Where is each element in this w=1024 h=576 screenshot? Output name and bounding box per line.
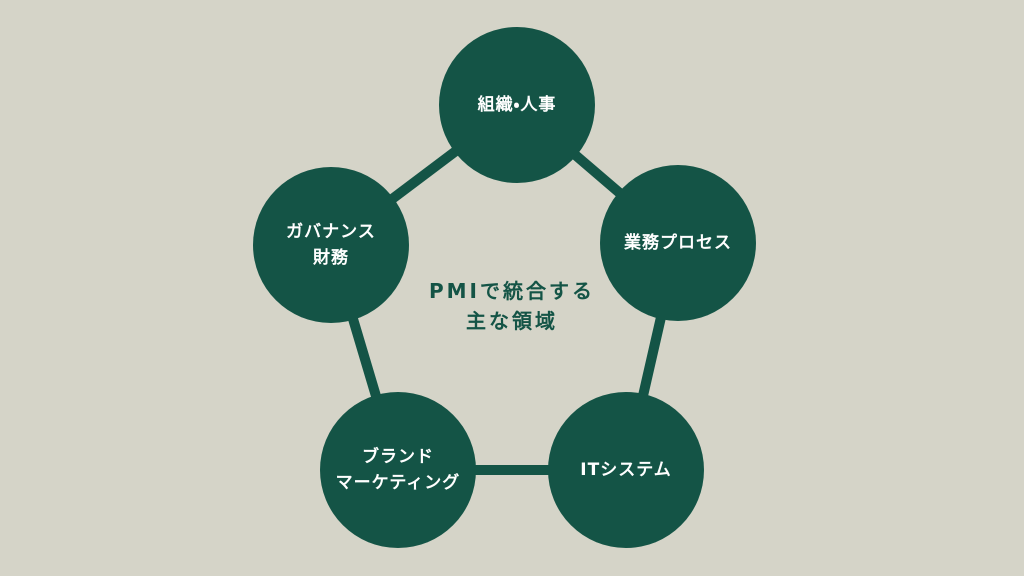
node-brand-marketing-label-line2: マーケティング bbox=[335, 473, 461, 493]
node-business-process: 業務プロセス bbox=[600, 165, 756, 321]
node-organization-hr: 組織・人事 bbox=[439, 27, 595, 183]
node-organization-hr-label: 組織・人事 bbox=[477, 95, 557, 115]
node-governance-finance-label-line1: ガバナンス bbox=[286, 222, 376, 242]
node-brand-marketing: ブランド マーケティング bbox=[320, 392, 476, 548]
diagram-title: PMIで統合する 主な領域 bbox=[362, 276, 662, 336]
diagram-title-line2: 主な領域 bbox=[466, 309, 558, 333]
node-governance-finance-label-line2: 財務 bbox=[313, 248, 349, 268]
node-governance-finance: ガバナンス 財務 bbox=[253, 167, 409, 323]
diagram-title-line1: PMIで統合する bbox=[428, 279, 595, 303]
node-brand-marketing-label-line1: ブランド bbox=[362, 447, 434, 467]
node-it-system-label: ITシステム bbox=[580, 460, 672, 480]
node-business-process-label: 業務プロセス bbox=[624, 233, 732, 253]
node-it-system: ITシステム bbox=[548, 392, 704, 548]
